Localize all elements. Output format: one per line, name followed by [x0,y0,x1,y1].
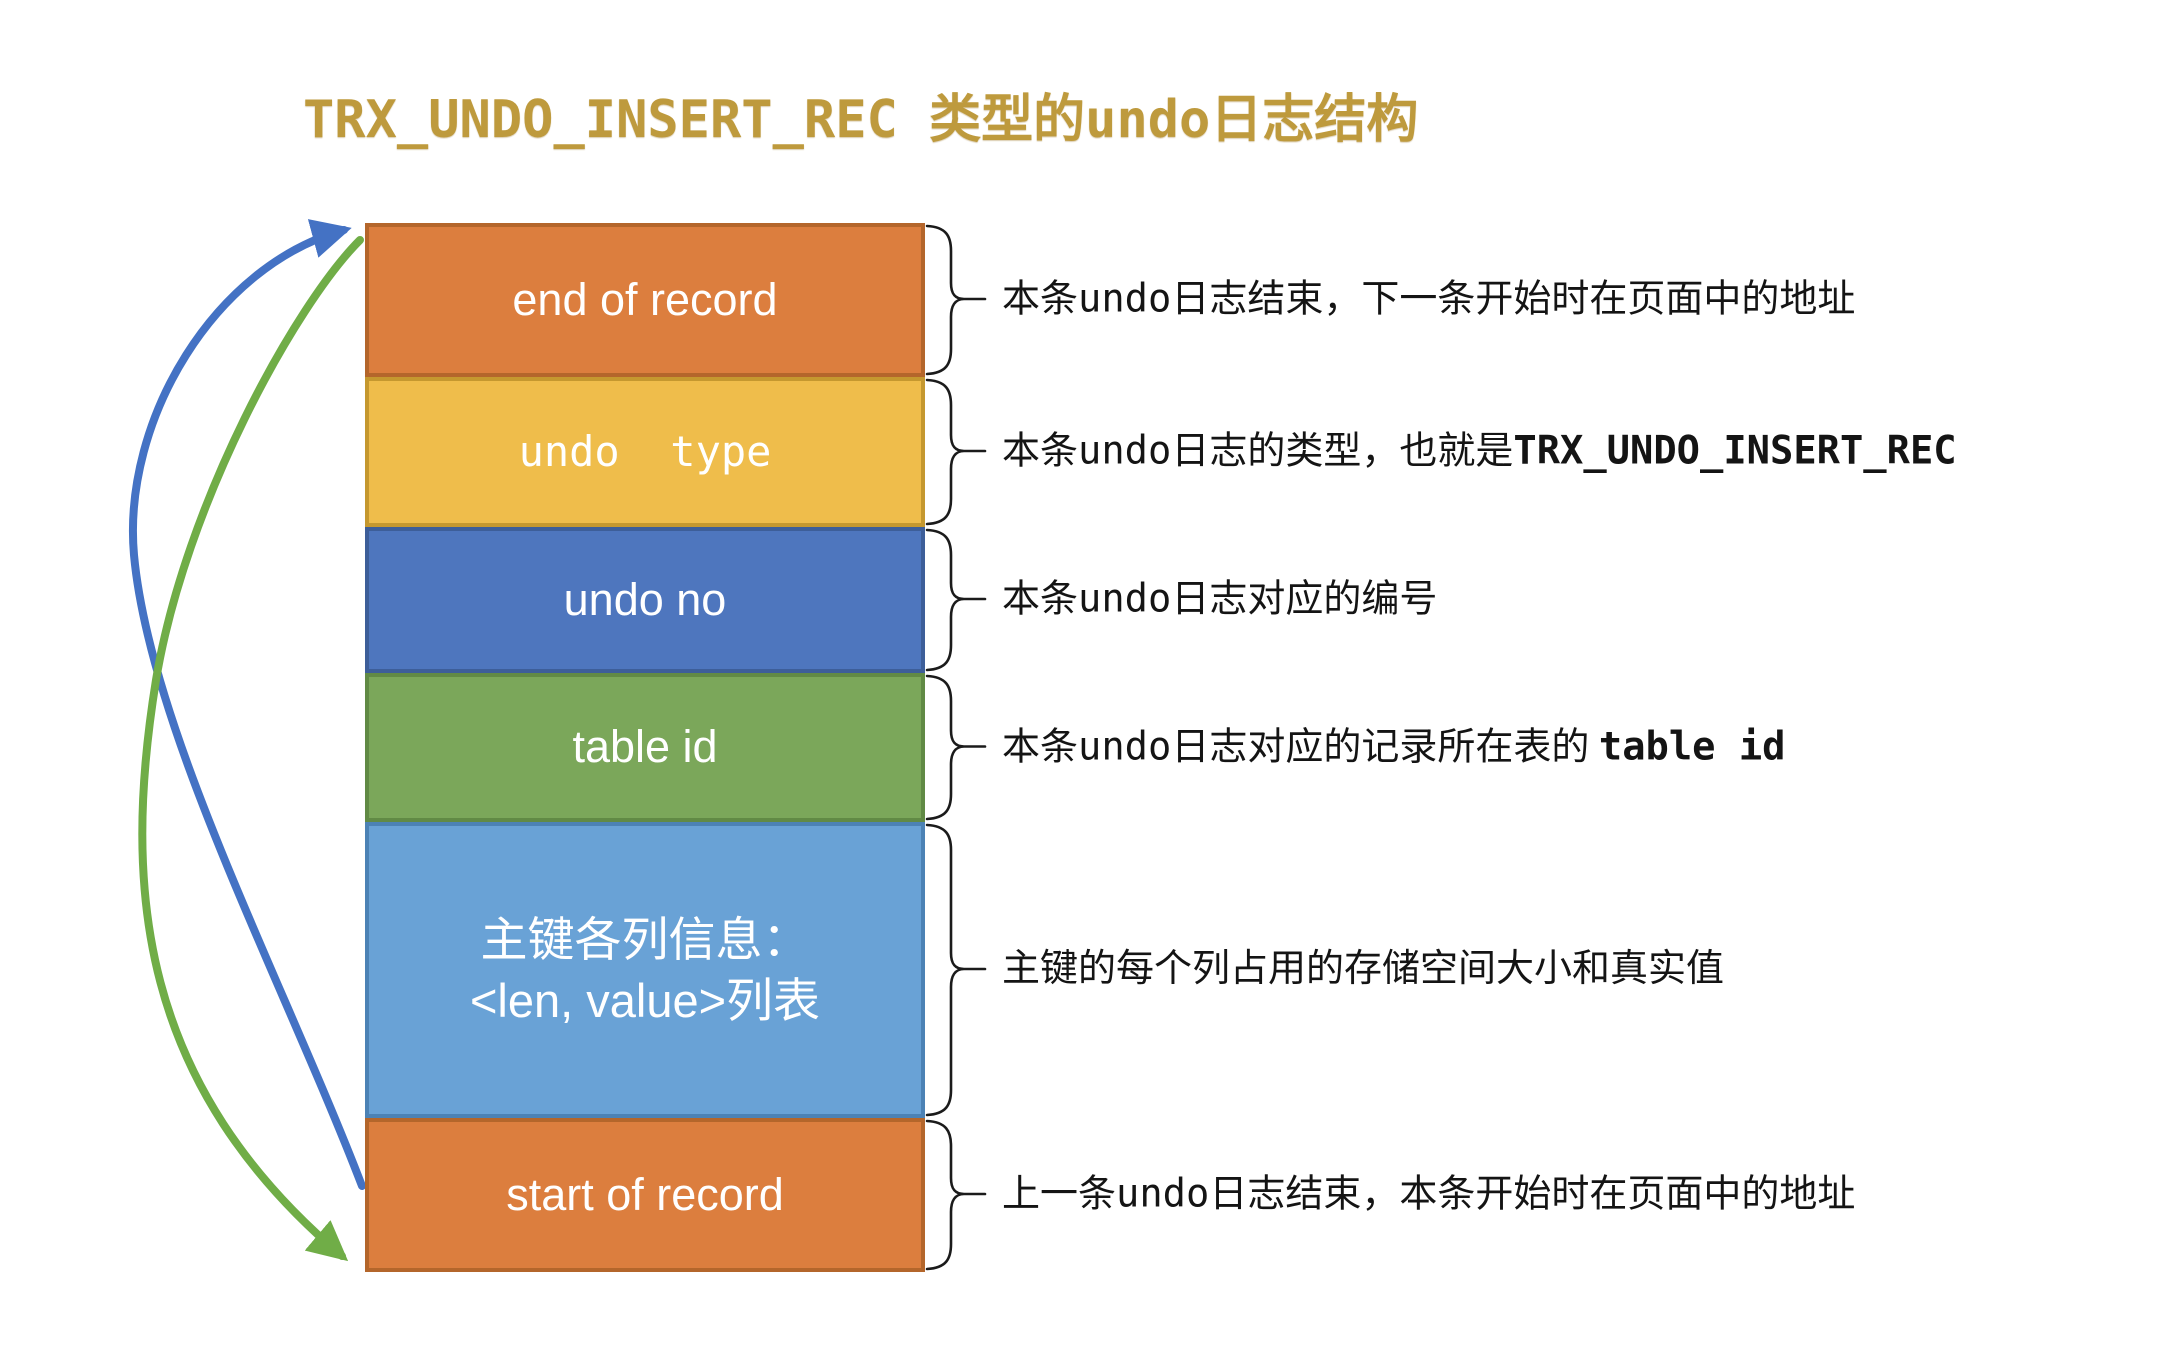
annotation-table-id: 本条undo日志对应的记录所在表的 table id [1002,724,1786,771]
field-box-end-of-record: end of record [365,223,925,377]
brace-end-of-record [925,224,987,376]
field-label-start-of-record: start of record [506,1168,784,1220]
annotation-undo-no-part-2: 日志对应的编号 [1171,578,1438,621]
annotation-undo-type-part-1: undo [1078,428,1172,474]
field-label-primary-key-columns: 主键各列信息： <len, value>列表 [469,912,821,1027]
annotation-end-of-record: 本条undo日志结束，下一条开始时在页面中的地址 [1002,277,1855,324]
annotation-primary-key-columns: 主键的每个列占用的存储空间大小和真实值 [1002,947,1724,993]
field-box-undo-no: undo no [365,527,925,673]
annotation-undo-type: 本条undo日志的类型，也就是TRX_UNDO_INSERT_REC [1002,429,1957,476]
annotation-start-of-record: 上一条undo日志结束，本条开始时在页面中的地址 [1002,1172,1855,1219]
annotation-undo-no-part-1: undo [1078,576,1172,622]
diagram-title: TRX_UNDO_INSERT_REC 类型的undo日志结构 [303,90,1419,150]
brace-undo-type [925,378,987,526]
annotation-table-id-part-1: undo [1078,724,1172,770]
annotation-table-id-part-3: table id [1598,724,1786,770]
field-box-undo-type: undo type [365,377,925,527]
annotation-undo-no: 本条undo日志对应的编号 [1002,577,1437,624]
brace-table-id [925,674,987,821]
field-label-end-of-record: end of record [512,273,778,325]
annotation-undo-type-part-3: TRX_UNDO_INSERT_REC [1513,428,1957,474]
annotation-end-of-record-part-0: 本条 [1002,278,1079,321]
brace-primary-key-columns [925,823,987,1117]
arrow-to-end-of-record [129,219,366,1190]
brace-undo-no [925,528,987,672]
annotation-primary-key-columns-part-0: 主键的每个列占用的存储空间大小和真实值 [1002,948,1725,991]
field-box-primary-key-columns: 主键各列信息： <len, value>列表 [365,822,925,1118]
annotation-end-of-record-part-2: 日志结束，下一条开始时在页面中的地址 [1171,278,1856,321]
brace-start-of-record [925,1119,987,1271]
field-box-start-of-record: start of record [365,1118,925,1272]
braces-group [925,224,987,1271]
annotation-start-of-record-part-1: undo [1116,1171,1210,1217]
annotation-undo-type-part-0: 本条 [1002,430,1079,473]
arrow-to-start-of-record [138,236,364,1262]
annotation-undo-type-part-2: 日志的类型，也就是 [1171,430,1514,473]
annotation-start-of-record-part-2: 日志结束，本条开始时在页面中的地址 [1209,1173,1856,1216]
field-label-undo-type: undo type [518,426,772,476]
field-box-table-id: table id [365,673,925,822]
field-label-table-id: table id [572,721,718,773]
annotation-start-of-record-part-0: 上一条 [1002,1173,1117,1216]
annotation-table-id-part-2: 日志对应的记录所在表的 [1171,726,1599,769]
field-label-undo-no: undo no [563,573,727,625]
annotation-undo-no-part-0: 本条 [1002,578,1079,621]
annotation-table-id-part-0: 本条 [1002,726,1079,769]
annotation-end-of-record-part-1: undo [1078,276,1172,322]
